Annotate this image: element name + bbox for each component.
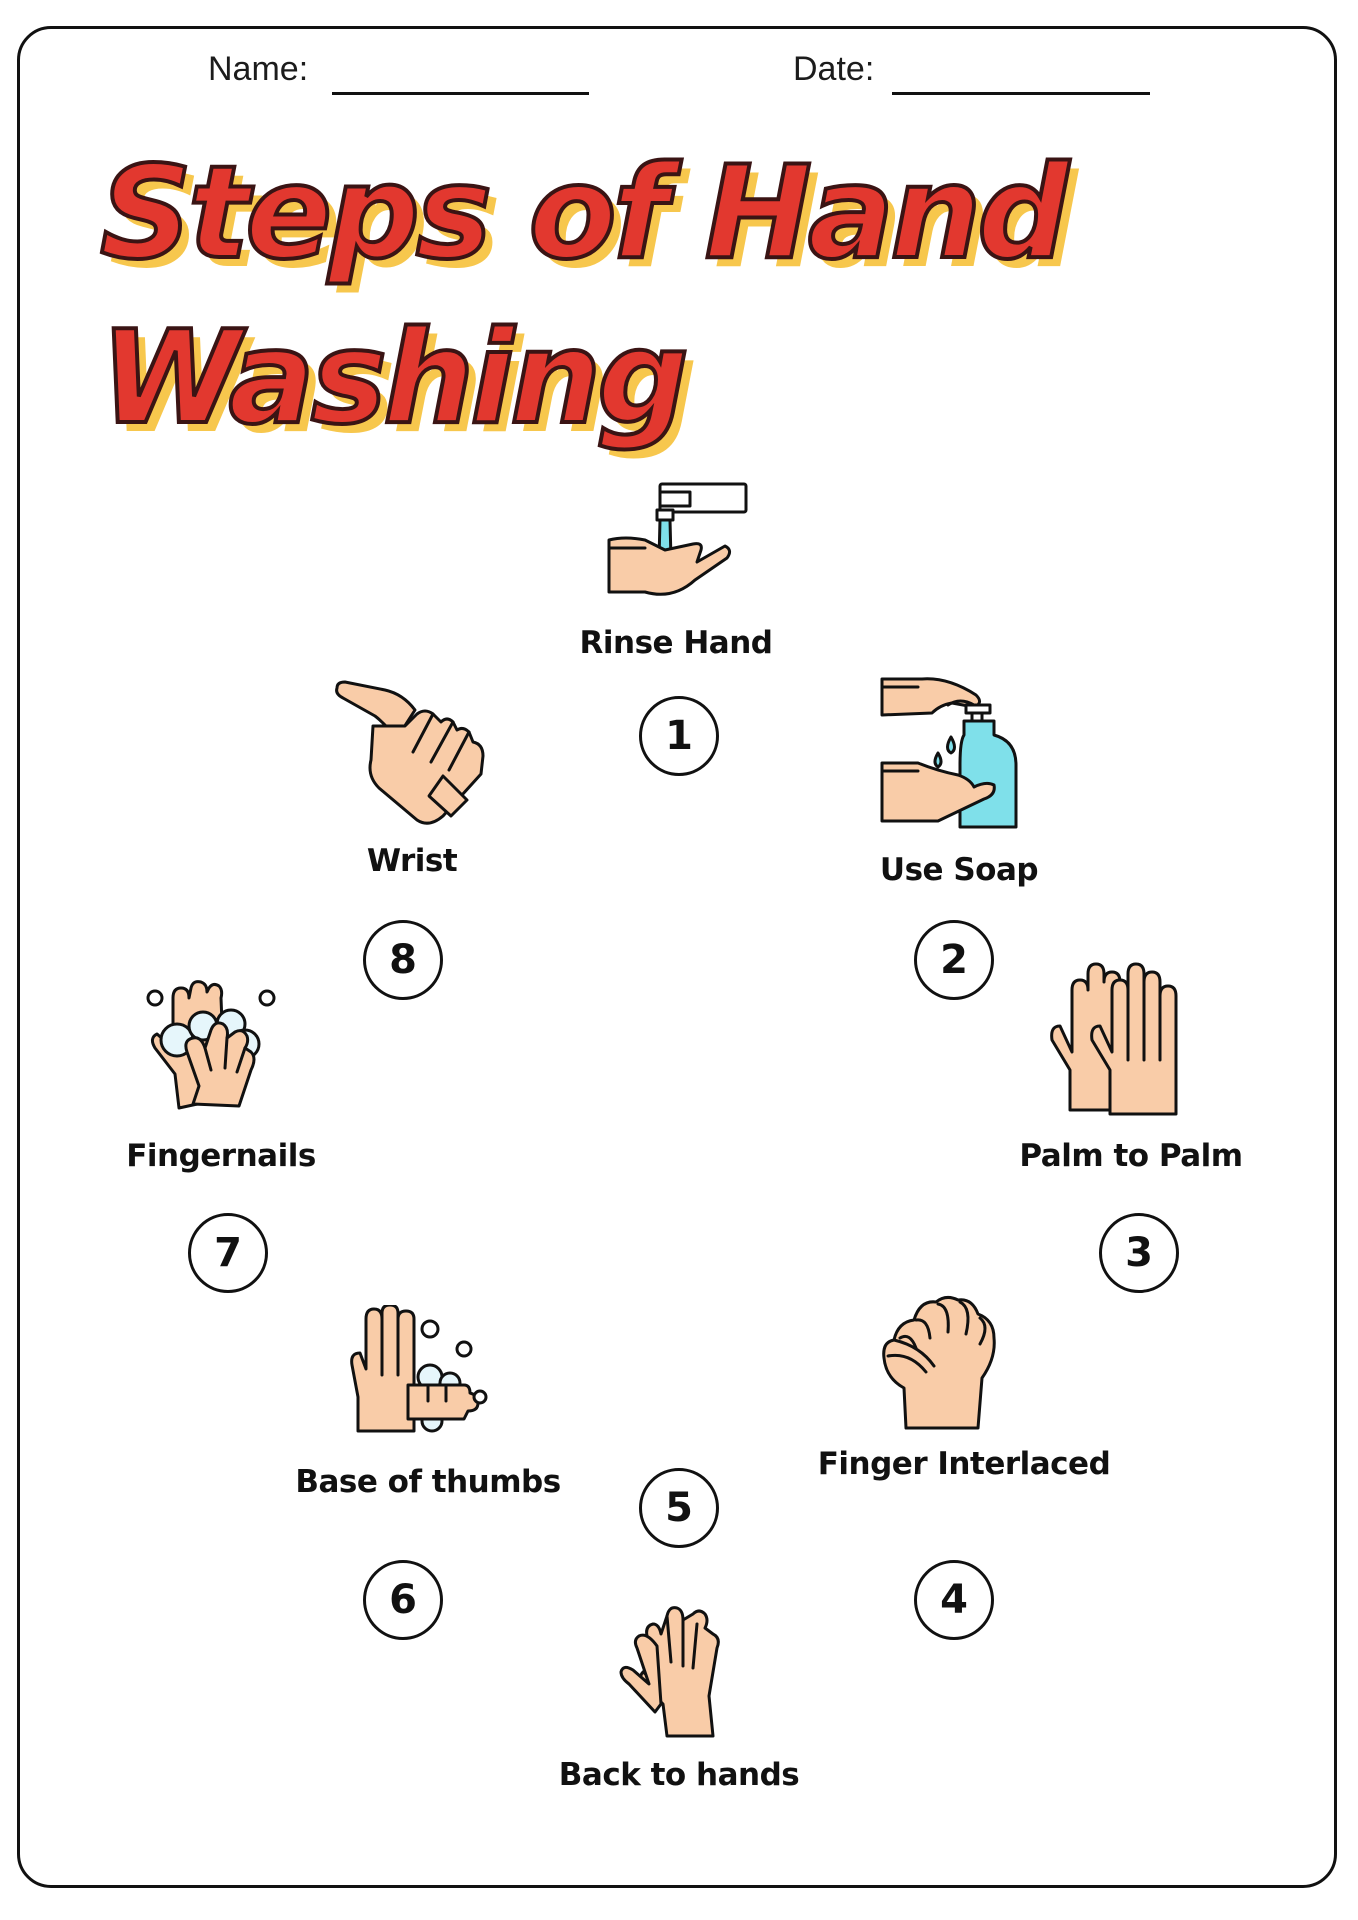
step-5-label: Back to hands: [558, 1757, 800, 1793]
step-6-label: Base of thumbs: [295, 1464, 561, 1500]
date-blank-line: [892, 92, 1150, 95]
step-7-number: 7: [188, 1213, 268, 1293]
step-1-label: Rinse Hand: [579, 625, 773, 661]
back-of-hands-icon: [617, 1592, 732, 1740]
step-3-label: Palm to Palm: [1019, 1138, 1243, 1174]
title-line-1: Steps of Hand: [98, 139, 1071, 288]
step-2-label: Use Soap: [879, 852, 1039, 888]
step-6-number: 6: [363, 1560, 443, 1640]
title-line-2: Washing: [98, 304, 691, 453]
step-8-number: 8: [363, 920, 443, 1000]
step-7-label: Fingernails: [126, 1138, 316, 1174]
name-label: Name:: [208, 50, 309, 88]
step-4-number: 4: [914, 1560, 994, 1640]
wrist-rub-icon: [333, 680, 485, 828]
fingers-interlaced-icon: [880, 1292, 1000, 1432]
step-2-number: 2: [914, 920, 994, 1000]
step-4-label: Finger Interlaced: [817, 1446, 1111, 1482]
thumb-rub-icon: [348, 1305, 488, 1435]
step-1-number: 1: [639, 696, 719, 776]
name-blank-line: [332, 92, 589, 95]
step-8-label: Wrist: [366, 843, 458, 879]
palm-to-palm-icon: [1048, 960, 1183, 1120]
soap-pump-icon: [878, 675, 1023, 833]
worksheet-page: [17, 26, 1337, 1888]
step-5-number: 5: [639, 1468, 719, 1548]
date-label: Date:: [793, 50, 875, 88]
fingernails-scrub-icon: [145, 978, 280, 1113]
faucet-rinse-icon: [605, 480, 750, 605]
step-3-number: 3: [1099, 1213, 1179, 1293]
